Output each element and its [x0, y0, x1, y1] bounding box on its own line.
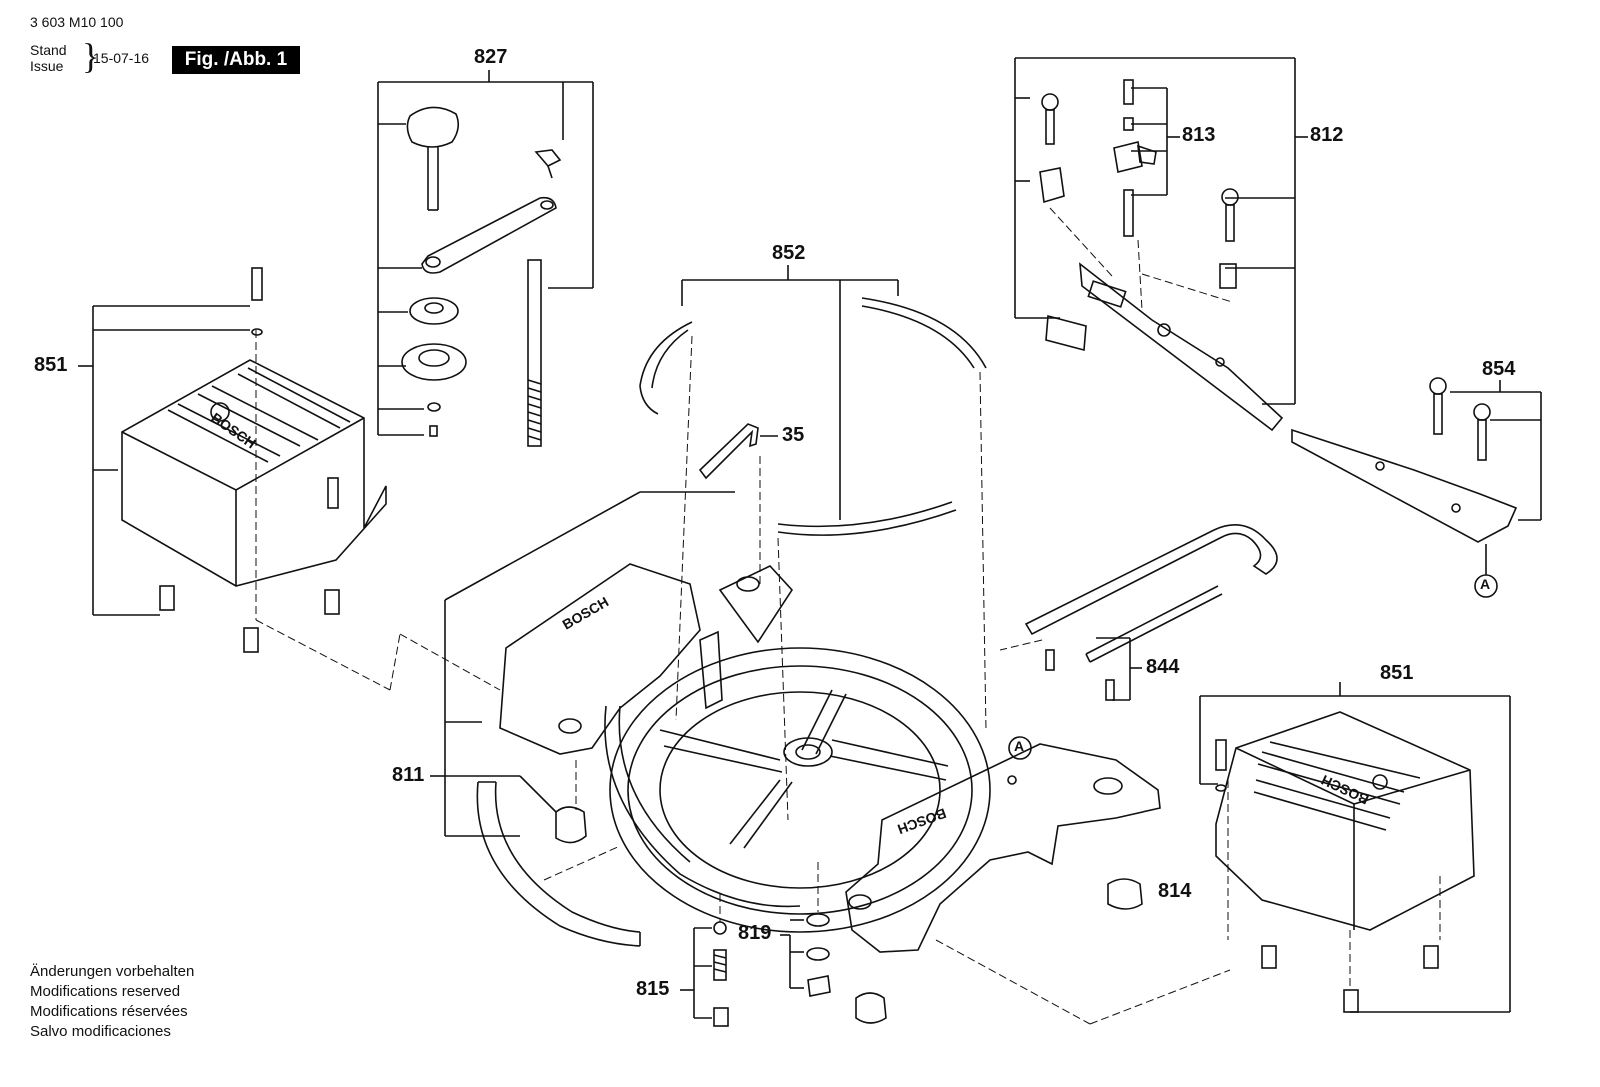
group-815-bracket	[680, 927, 712, 1019]
part-label-815: 815	[636, 978, 670, 1000]
part-label-814: 814	[1158, 880, 1192, 902]
assembly-lines	[255, 207, 1441, 1025]
foot-part	[555, 806, 1143, 1024]
washer-part	[409, 297, 459, 325]
group-844-bracket	[1096, 637, 1142, 701]
handle-part	[1024, 524, 1278, 701]
spring-815-part	[713, 921, 729, 1027]
left-cover-part	[121, 267, 387, 653]
note-spanish: Salvo modificaciones	[30, 1023, 171, 1040]
part-label-819: 819	[738, 922, 772, 944]
group-811-bracket	[430, 491, 735, 837]
group-827-bracket	[377, 70, 594, 436]
hex-key-part	[698, 423, 778, 480]
part-label-35: 35	[782, 424, 805, 446]
ring-segment-part	[639, 297, 987, 536]
reference-letter-a1: A	[1014, 738, 1025, 754]
knob-part	[406, 106, 460, 211]
stand-issue-label: Stand Issue	[30, 42, 67, 74]
part-label-852: 852	[772, 242, 806, 264]
group-819-bracket	[780, 919, 804, 989]
part-label-811: 811	[392, 764, 425, 786]
part-label-812: 812	[1310, 124, 1344, 146]
group-812-bracket	[1014, 57, 1308, 405]
note-german: Änderungen vorbehalten	[30, 963, 195, 980]
small-washer-part	[427, 402, 441, 437]
cup-washer-part	[401, 343, 467, 381]
washers-819-part	[806, 913, 831, 997]
fence-plate-part	[1045, 262, 1284, 432]
fence-screws-part	[1039, 79, 1239, 289]
part-label-844: 844	[1146, 656, 1180, 678]
brand-text-right-cover: BOSCH	[1319, 772, 1372, 808]
part-label-827: 827	[474, 46, 508, 68]
part-label-851-right: 851	[1380, 662, 1414, 684]
brand-text-left-cover: BOSCH	[208, 409, 259, 451]
figure-label: Fig. /Abb. 1	[172, 46, 300, 74]
note-english: Modifications reserved	[30, 983, 181, 1000]
threaded-rod-part	[527, 259, 542, 447]
footer-notes: Änderungen vorbehalten Modifications res…	[30, 962, 194, 1042]
document-number: 3 603 M10 100	[30, 14, 124, 30]
issue-label: Issue	[30, 58, 64, 74]
fence-plate-854-part	[1291, 377, 1518, 543]
stand-label: Stand	[30, 42, 67, 58]
scale-strip-part	[476, 781, 641, 947]
part-label-851-left: 851	[34, 354, 68, 376]
right-cover-part	[1215, 711, 1475, 1013]
reference-letter-a2: A	[1480, 576, 1491, 592]
group-854-bracket	[1450, 380, 1542, 521]
miter-base-part	[499, 563, 1161, 953]
part-label-813: 813	[1182, 124, 1216, 146]
brace-glyph: }	[82, 36, 100, 76]
group-852-bracket	[681, 265, 899, 520]
part-label-854: 854	[1482, 358, 1516, 380]
issue-date: 15-07-16	[93, 50, 150, 66]
brand-text-base-left: BOSCH	[560, 593, 612, 632]
wing-screw-part	[534, 149, 562, 179]
reference-circle-a1	[1008, 736, 1032, 760]
note-french: Modifications réservées	[30, 1003, 188, 1020]
group-851-right-bracket	[1199, 682, 1511, 1013]
group-851-left-bracket	[78, 305, 250, 616]
lever-arm-part	[421, 196, 557, 274]
